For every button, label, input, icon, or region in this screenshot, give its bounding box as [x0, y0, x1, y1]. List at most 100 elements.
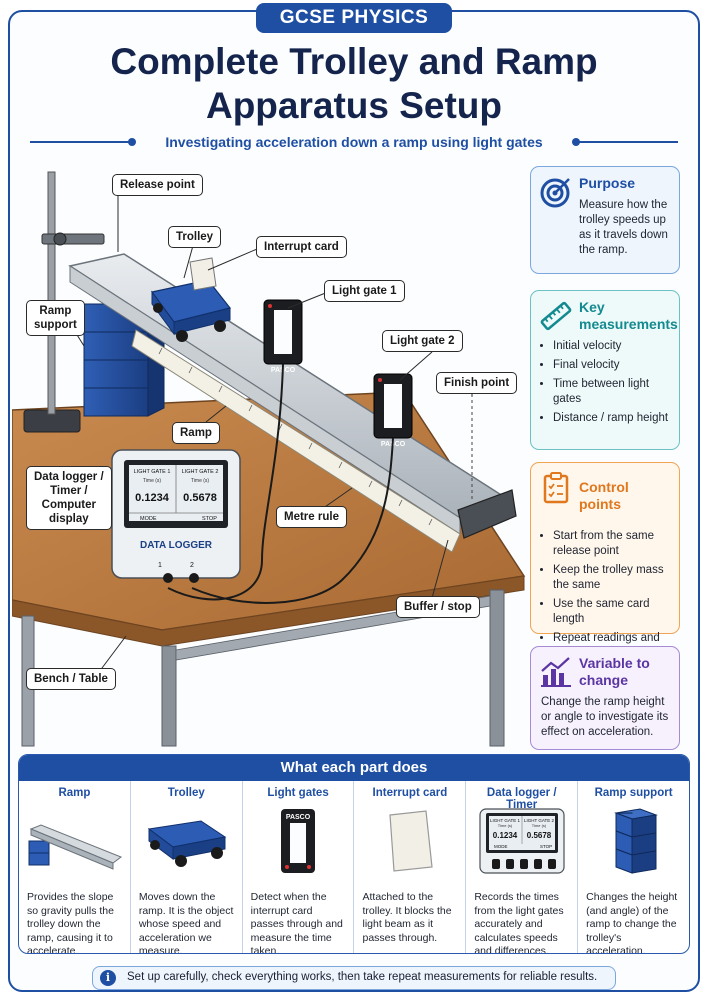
part-name: Trolley [167, 787, 205, 799]
label-data-logger-line-2: Timer / [50, 485, 88, 497]
panel-purpose: Purpose Measure how the trolley speeds u… [530, 166, 680, 274]
stand-clamp [41, 233, 105, 245]
bench-front-edge [11, 575, 525, 647]
logger-gate-1-label: LIGHT GATE 1 [134, 469, 171, 475]
variable-title-line-2: change [579, 672, 629, 688]
variable-title: Variable to change [579, 655, 669, 689]
stand-rod [47, 171, 56, 415]
label-data-logger-line-4: display [49, 513, 89, 525]
parts-section: What each part does Ramp Provides the sl… [18, 754, 690, 954]
label-data-logger-line-3: Computer [41, 499, 96, 511]
part-name: Ramp support [594, 787, 673, 799]
part-name: Interrupt card [372, 787, 448, 799]
list-item: Start from the same release point [553, 529, 669, 559]
clipboard-icon [543, 472, 569, 504]
subtitle-row: Investigating acceleration down a ramp u… [30, 133, 678, 151]
label-release-point: Release point [112, 174, 203, 196]
footer-tip: i Set up carefully, check everything wor… [92, 966, 616, 990]
logger-gate-2-label: LIGHT GATE 2 [182, 469, 219, 475]
target-icon [540, 178, 570, 208]
part-logger-time-2: Time (s) [532, 823, 547, 828]
label-trolley: Trolley [168, 226, 222, 248]
part-logger-value-1: 0.1234 [493, 831, 518, 840]
list-item: Distance / ramp height [553, 411, 669, 426]
label-interrupt-card: Interrupt card [256, 236, 347, 258]
cable-gate-1 [167, 363, 284, 601]
data-logger: LIGHT GATE 1 LIGHT GATE 2 Time (s) Time … [111, 449, 241, 583]
key-measurements-title: Key measurements [579, 299, 678, 333]
logger-time-label-1: Time (s) [143, 478, 161, 484]
variable-text: Change the ramp height or angle to inves… [541, 696, 669, 738]
control-points-title: Control points [579, 479, 629, 512]
part-ramp-support: Ramp support Changes the height (and [578, 781, 689, 953]
cable-gate-2 [191, 437, 394, 604]
bench-leg-left [161, 645, 177, 747]
label-light-gate-1: Light gate 1 [324, 280, 405, 302]
label-finish-point: Finish point [436, 372, 518, 394]
buffer-stop [457, 489, 517, 539]
part-trolley: Trolley Moves down the ramp. It is the o… [131, 781, 243, 953]
interrupt-card [189, 257, 217, 291]
trolley-illustration [139, 805, 234, 879]
page-title: Complete Trolley and Ramp Apparatus Setu… [20, 40, 688, 128]
info-icon: i [100, 970, 116, 986]
trolley [150, 279, 232, 342]
key-measurements-title-line-2: measurements [579, 316, 678, 332]
label-ramp: Ramp [172, 422, 220, 444]
data-logger-illustration: LIGHT GATE 1 LIGHT GATE 2 Time (s) Time … [474, 805, 569, 879]
light-gate-illustration: PASCO [251, 805, 346, 879]
part-name: Light gates [267, 787, 329, 799]
variable-title-line-1: Variable to [579, 655, 650, 671]
subtitle-rule-right [576, 141, 678, 143]
bar-chart-icon [541, 657, 571, 687]
metre-rule [131, 329, 461, 553]
title-line-1: Complete Trolley and Ramp [110, 41, 598, 82]
list-item: Initial velocity [553, 339, 669, 354]
light-gate-1: PASCO [263, 299, 303, 374]
clamp-screw [53, 232, 67, 246]
parts-heading: What each part does [19, 755, 689, 781]
panel-control-points: Control points Start from the same relea… [530, 462, 680, 659]
logger-port-2-label: 2 [190, 562, 194, 569]
subtitle-rule-left [30, 141, 132, 143]
part-description: Records the times from the light gates a… [474, 891, 564, 954]
ruler-icon [540, 301, 572, 331]
subject-badge: GCSE PHYSICS [256, 3, 452, 33]
ramp-support-illustration [586, 805, 681, 879]
part-ramp: Ramp Provides the slope so gravity pulls… [19, 781, 131, 953]
key-measurements-title-line-1: Key [579, 299, 605, 315]
bench-leg-right [489, 589, 505, 747]
part-gate-brand: PASCO [285, 814, 310, 821]
label-data-logger: Data logger / Timer / Computer display [26, 466, 112, 530]
interrupt-card-illustration [362, 805, 457, 879]
part-logger-mode: MODE [494, 844, 508, 849]
parts-row: Ramp Provides the slope so gravity pulls… [19, 781, 689, 953]
part-logger-gate-2: LIGHT GATE 2 [524, 818, 555, 823]
panel-key-measurements: Key measurements Initial velocity Final … [530, 290, 680, 450]
part-logger-value-2: 0.5678 [527, 831, 552, 840]
title-line-2: Apparatus Setup [205, 85, 503, 126]
purpose-title: Purpose [579, 175, 636, 191]
part-logger-time-1: Time (s) [498, 823, 513, 828]
label-ramp-support-line-2: support [34, 319, 77, 331]
logger-value-2: 0.5678 [183, 492, 217, 504]
part-description: Attached to the trolley. It blocks the l… [362, 891, 452, 944]
list-item: Use the same card length [553, 597, 669, 627]
label-metre-rule: Metre rule [276, 506, 347, 528]
label-ramp-support-line-1: Ramp [39, 305, 72, 317]
apparatus-illustration: PASCO PASCO LIGHT GATE 1 LIGHT GATE 2 Ti… [11, 171, 526, 747]
part-name: Data logger / Timer [486, 787, 557, 811]
light-gate-2: PASCO [373, 373, 413, 448]
purpose-text: Measure how the trolley speeds up as it … [579, 199, 668, 256]
label-light-gate-2: Light gate 2 [382, 330, 463, 352]
part-logger-gate-1: LIGHT GATE 1 [490, 818, 521, 823]
part-interrupt-card: Interrupt card Attached to the trolley. … [354, 781, 467, 953]
logger-value-1: 0.1234 [135, 492, 170, 504]
part-name: Ramp [58, 787, 91, 799]
label-buffer-stop: Buffer / stop [396, 596, 480, 618]
ramp-illustration [27, 805, 123, 879]
part-description: Changes the height (and angle) of the ra… [586, 891, 678, 954]
control-points-list: Start from the same release point Keep t… [541, 529, 669, 661]
label-data-logger-line-1: Data logger / [34, 471, 104, 483]
list-item: Time between light gates [553, 377, 669, 407]
